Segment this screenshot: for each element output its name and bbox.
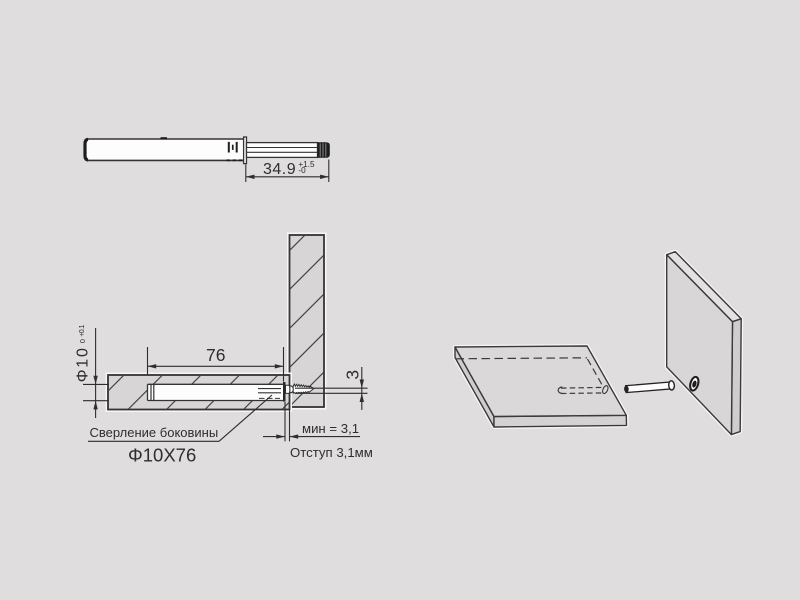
svg-text:Сверление боковины: Сверление боковины (90, 425, 219, 440)
svg-text:Отступ 3,1мм: Отступ 3,1мм (290, 445, 373, 460)
svg-text:+0.1: +0.1 (79, 324, 86, 336)
svg-text:Φ10: Φ10 (75, 346, 92, 382)
svg-text:мин = 3,1: мин = 3,1 (302, 421, 359, 436)
svg-text:34.9: 34.9 (263, 161, 296, 178)
svg-text:3: 3 (342, 370, 362, 380)
svg-text:76: 76 (206, 345, 225, 365)
svg-text:0: 0 (78, 339, 87, 343)
svg-text:Φ10Х76: Φ10Х76 (128, 445, 196, 466)
svg-text:-0: -0 (298, 166, 306, 175)
svg-text:+1.5: +1.5 (298, 160, 315, 169)
